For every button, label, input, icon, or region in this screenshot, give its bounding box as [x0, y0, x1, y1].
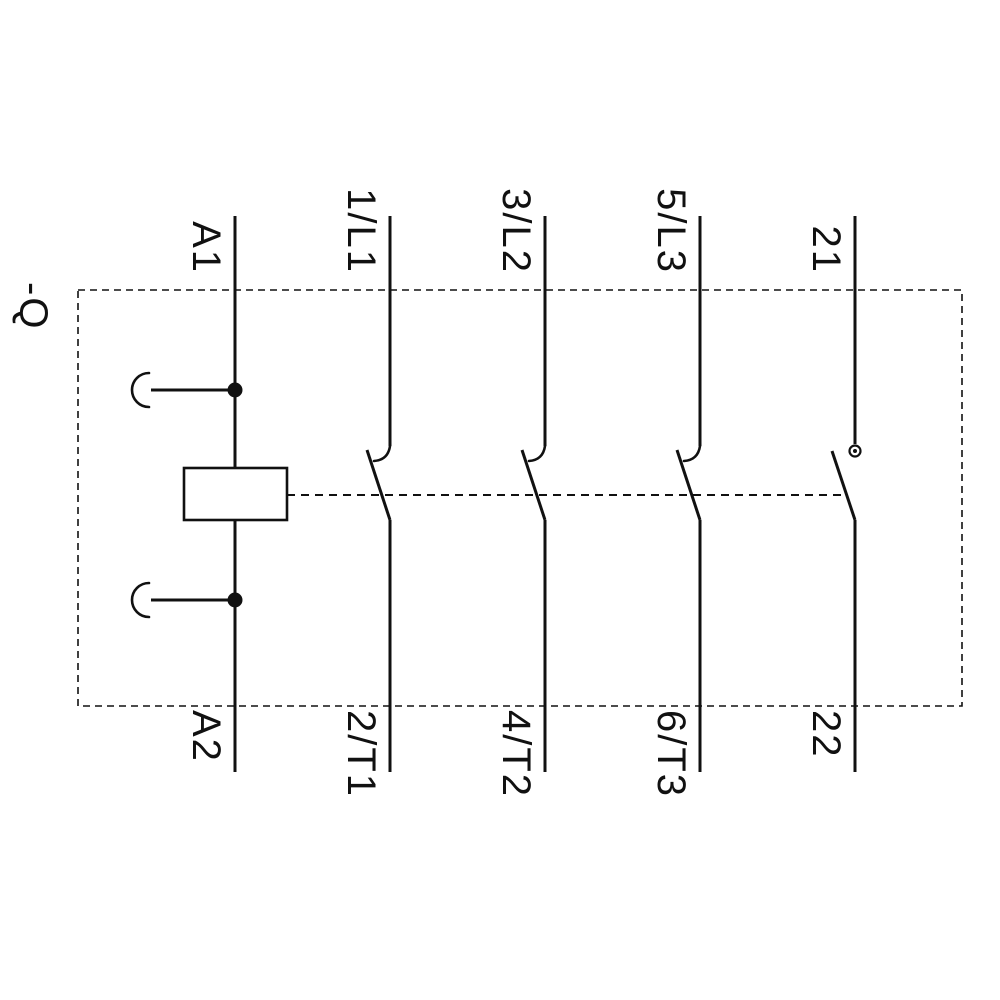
- main-contact-pole-1: [365, 216, 392, 772]
- junction-dot-bottom: [227, 592, 243, 608]
- terminal-label-21: 21: [804, 226, 848, 275]
- pole1-fixed-contact-arc: [372, 444, 392, 463]
- junction-dot-top: [227, 382, 243, 398]
- terminal-label-6t3: 6/T3: [649, 710, 693, 798]
- terminal-label-a2: A2: [184, 710, 228, 763]
- terminal-labels-top: A1 1/L1 3/L2 5/L3 21: [184, 188, 848, 274]
- terminal-label-a1: A1: [184, 221, 228, 274]
- terminal-label-22: 22: [804, 710, 848, 759]
- connector-arc-top: [130, 371, 151, 409]
- aux-fixed-contact-dot: [853, 449, 857, 453]
- pole1-moving-blade: [365, 449, 392, 521]
- terminal-label-1l1: 1/L1: [339, 188, 383, 274]
- pole2-fixed-contact-arc: [527, 444, 547, 463]
- terminal-label-5l3: 5/L3: [649, 188, 693, 274]
- device-tag-label: -Q: [11, 282, 55, 330]
- coil-circuit: [130, 216, 289, 772]
- terminal-label-3l2: 3/L2: [494, 188, 538, 274]
- pole3-fixed-contact-arc: [682, 444, 702, 463]
- terminal-label-4t2: 4/T2: [494, 710, 538, 798]
- main-contact-pole-3: [675, 216, 702, 772]
- main-contact-pole-2: [520, 216, 547, 772]
- terminal-labels-bottom: A2 2/T1 4/T2 6/T3 22: [184, 710, 848, 798]
- enclosure-boundary: [77, 289, 963, 707]
- pole3-moving-blade: [675, 449, 702, 521]
- aux-moving-blade: [830, 450, 857, 521]
- pole2-moving-blade: [520, 449, 547, 521]
- terminal-label-2t1: 2/T1: [339, 710, 383, 798]
- aux-contact-nc: [830, 216, 862, 772]
- connector-arc-bottom: [130, 581, 151, 619]
- coil-symbol: [182, 466, 289, 522]
